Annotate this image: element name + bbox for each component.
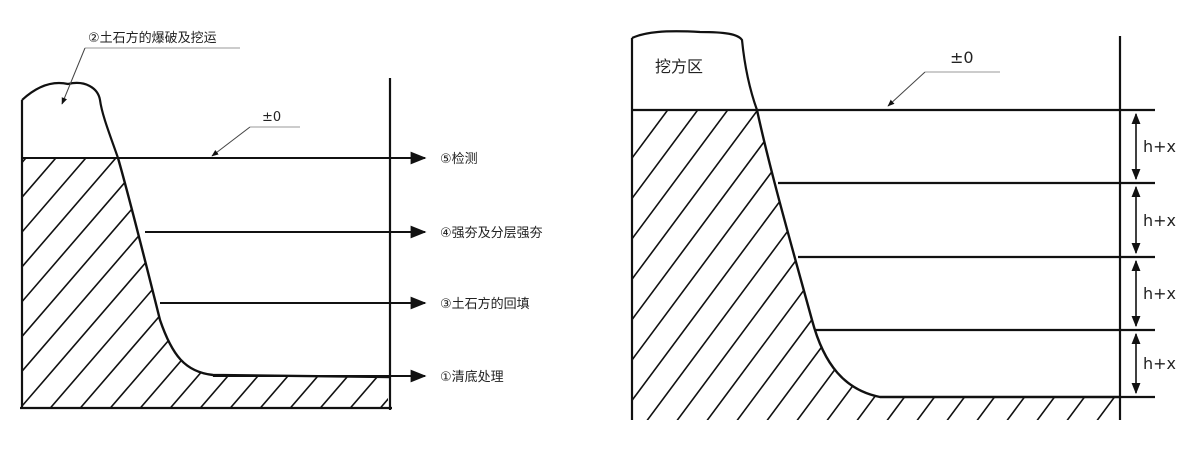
right-hatched-ground bbox=[632, 110, 1118, 420]
left-step-label-5: ⑤检测 bbox=[440, 152, 478, 167]
left-zero-label: ±0 bbox=[262, 110, 281, 125]
right-mound bbox=[631, 30, 759, 111]
left-step-label-3: ③土石方的回填 bbox=[440, 296, 530, 312]
right-layer-label-3: h+x bbox=[1143, 284, 1176, 303]
right-zero-label: ±0 bbox=[950, 48, 974, 67]
left-zero-leader bbox=[211, 126, 251, 157]
right-diagram: h+x h+x h+x h+x 挖方区 ±0 bbox=[630, 30, 1176, 420]
right-layer-label-2: h+x bbox=[1143, 211, 1176, 230]
left-callout-leader bbox=[61, 47, 86, 105]
left-callout-label: ②土石方的爆破及挖运 bbox=[88, 30, 217, 46]
left-step-label-4: ④强夯及分层强夯 bbox=[440, 226, 543, 241]
right-layer-label-1: h+x bbox=[1143, 137, 1176, 156]
right-zero-leader bbox=[887, 71, 926, 107]
right-region-label: 挖方区 bbox=[655, 57, 703, 76]
left-mound bbox=[21, 81, 120, 159]
left-diagram: ②土石方的爆破及挖运 ±0 ⑤检测 ④强夯及分层强夯 ③土石方的回填 ①清底处理 bbox=[20, 30, 543, 410]
right-excavation-profile bbox=[755, 109, 1120, 399]
left-excavation-profile bbox=[116, 157, 391, 379]
right-layer-label-4: h+x bbox=[1143, 354, 1176, 373]
left-step-label-1: ①清底处理 bbox=[440, 369, 504, 385]
